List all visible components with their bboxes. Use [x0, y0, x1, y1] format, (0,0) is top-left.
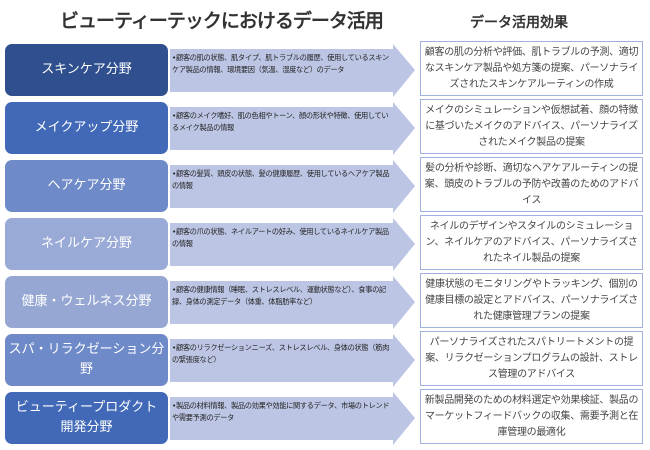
category-label: ビューティープロダクト 開発分野 — [5, 392, 168, 444]
effects-title: データ活用効果 — [470, 15, 568, 31]
category-label: メイクアップ分野 — [5, 102, 168, 154]
data-description: •顧客の髪質、頭皮の状態、髪の健康履歴、使用しているヘアケア製品の情報 — [172, 169, 390, 190]
effect-box: 髪の分析や診断、適切なヘアケアルーティンの提案、頭皮のトラブルの予防や改善のため… — [420, 157, 643, 212]
effect-box: メイクのシミュレーションや仮想試着、顔の特徴に基づいたメイクのアドバイス、パーソ… — [420, 99, 643, 154]
category-label: スパ・リラクゼーション分野 — [5, 334, 168, 386]
arrow-shape — [170, 218, 415, 271]
category-label: ヘアケア分野 — [5, 160, 168, 212]
effect-box: ネイルのデザインやスタイルのシミュレーション、ネイルケアのアドバイス、パーソナラ… — [420, 215, 643, 270]
data-description: •顧客の健康情報（睡眠、ストレスレベル、運動状態など）、食事の記録、身体の測定デ… — [172, 285, 386, 306]
effect-box: パーソナライズされたスパトリートメントの提案、リラクゼーションプログラムの設計、… — [420, 331, 643, 386]
arrow-shape — [170, 276, 415, 329]
data-description: •顧客の爪の状態、ネイルアートの好み、使用しているネイルケア製品の情報 — [172, 227, 389, 248]
arrow-shape — [170, 44, 415, 97]
data-description: •顧客のメイク嗜好、肌の色相やトーン、顔の形状や特徴、使用しているメイク製品の情… — [172, 111, 389, 132]
arrow-shape — [170, 334, 415, 387]
arrow-shape — [170, 392, 415, 445]
table-row: ネイルケア分野 •顧客の爪の状態、ネイルアートの好み、使用しているネイルケア製品… — [0, 215, 650, 272]
arrow-shape — [170, 160, 415, 213]
effect-box: 新製品開発のための材料選定や効果検証、製品のマーケットフィードバックの収集、需要… — [420, 389, 643, 444]
data-description: •顧客の肌の状態、肌タイプ、肌トラブルの履歴、使用しているスキンケア製品の情報、… — [172, 53, 389, 74]
arrow-shape — [170, 102, 415, 155]
category-label: ネイルケア分野 — [5, 218, 168, 270]
category-label: スキンケア分野 — [5, 44, 168, 96]
table-row: ヘアケア分野 •顧客の髪質、頭皮の状態、髪の健康履歴、使用しているヘアケア製品の… — [0, 157, 650, 214]
data-description: •製品の材料情報、製品の効果や効能に関するデータ、市場のトレンドや需要予測のデー… — [172, 401, 390, 422]
table-row: スパ・リラクゼーション分野 •顧客のリラクゼーションニーズ、ストレスレベル、身体… — [0, 331, 650, 388]
table-row: メイクアップ分野 •顧客のメイク嗜好、肌の色相やトーン、顔の形状や特徴、使用して… — [0, 99, 650, 156]
table-row: ビューティープロダクト 開発分野 •製品の材料情報、製品の効果や効能に関するデー… — [0, 389, 650, 446]
table-row: スキンケア分野 •顧客の肌の状態、肌タイプ、肌トラブルの履歴、使用しているスキン… — [0, 41, 650, 98]
effect-box: 健康状態のモニタリングやトラッキング、個別の健康目標の設定とアドバイス、パーソナ… — [420, 273, 643, 328]
table-row: 健康・ウェルネス分野 •顧客の健康情報（睡眠、ストレスレベル、運動状態など）、食… — [0, 273, 650, 330]
effect-box: 顧客の肌の分析や評価、肌トラブルの予測、適切なスキンケア製品や処方箋の提案、パー… — [420, 41, 643, 96]
page-title: ビューティーテックにおけるデータ活用 — [60, 10, 384, 32]
category-label: 健康・ウェルネス分野 — [5, 276, 168, 328]
data-description: •顧客のリラクゼーションニーズ、ストレスレベル、身体の状態（筋肉の緊張度など） — [172, 343, 389, 364]
